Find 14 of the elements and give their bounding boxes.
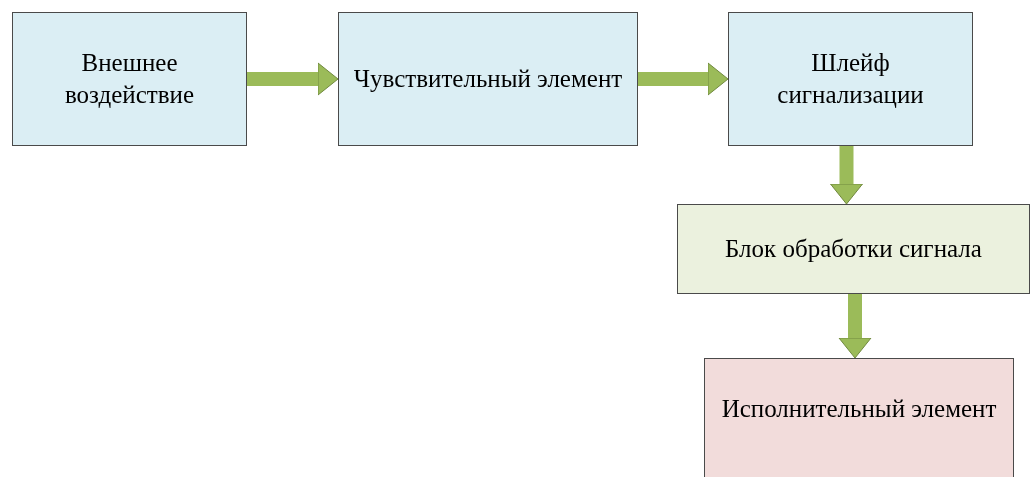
box-label: Шлейф сигнализации <box>776 47 925 110</box>
process-box <box>338 12 638 146</box>
box-label: Внешнее воздействие <box>63 47 196 110</box>
block-arrow <box>638 62 729 96</box>
process-box <box>677 204 1030 294</box>
box-label: Блок обработки сигнала <box>725 233 982 264</box>
block-arrow <box>830 146 863 205</box>
block-arrow <box>838 294 872 359</box>
box-label: Исполнительный элемент <box>721 394 997 424</box>
block-arrow <box>247 62 339 96</box>
process-box <box>704 358 1014 477</box>
box-label: Чувствительный элемент <box>353 63 623 94</box>
process-box <box>728 12 973 146</box>
process-box <box>12 12 247 146</box>
